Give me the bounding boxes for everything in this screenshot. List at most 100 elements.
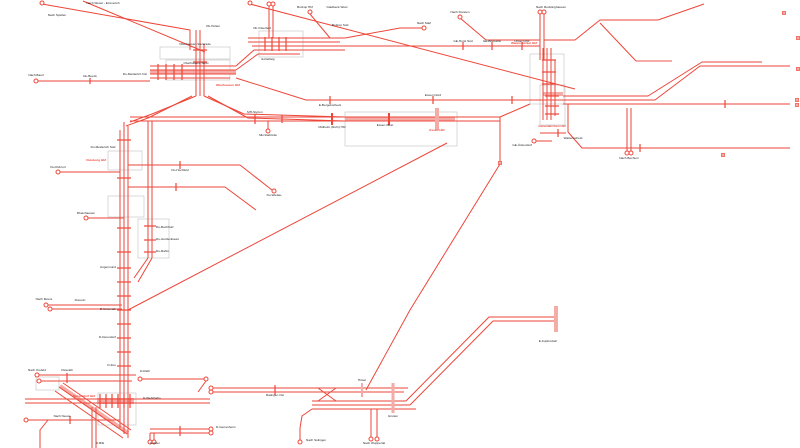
rail-line: [459, 17, 540, 41]
station-label: D-Eller: [150, 441, 159, 445]
rail-line: [299, 408, 313, 440]
terminus-circle: [628, 150, 634, 156]
terminus-circle: [265, 128, 271, 134]
terminus-circle: [247, 0, 253, 6]
station-label: Angermund: [100, 265, 116, 269]
terminus-circle: [83, 215, 89, 221]
rail-line: [544, 19, 658, 41]
terminus-circle: [266, 1, 272, 7]
terminus-circle: [531, 138, 537, 144]
station-label: MH-Styrum: [247, 110, 263, 114]
station-label: Nach Moers: [36, 297, 53, 301]
rail-line: [567, 104, 790, 149]
station-label: Nach Krefeld: [28, 368, 46, 372]
terminus-circle: [151, 439, 157, 445]
rail-line: [317, 387, 337, 402]
rail-line: [207, 95, 346, 122]
rail-line: [563, 61, 762, 97]
station-label: D-Bilk: [96, 441, 105, 445]
rail-line: [58, 384, 130, 435]
station-label: D-Zoo: [107, 363, 116, 367]
terminus-circle: [374, 436, 380, 442]
terminus-circle: [208, 389, 214, 395]
rail-line: [499, 103, 531, 118]
station-label: Nach Baerl: [28, 73, 44, 77]
terminus-circle: [208, 430, 214, 436]
marker-square: [795, 103, 799, 107]
station-label: Hösel: [358, 378, 366, 382]
station-label: D-Rath: [140, 369, 150, 373]
station-label: Ob-Osterfeld: [253, 26, 271, 30]
station-label: Nach Wuppertal: [363, 441, 385, 445]
station-label: E-Bergeborbeck: [319, 103, 342, 107]
rail-line: [54, 390, 124, 439]
rail-line: [39, 419, 49, 448]
station-label: Du-Hochfeld: [171, 168, 188, 172]
station-label: Gelsenkirchen Hbf: [538, 124, 566, 128]
station-label: Nach Solingen: [306, 438, 326, 442]
station-label: Duisburg Hbf: [86, 158, 107, 162]
station-label: Ob-Holten: [206, 24, 220, 28]
station-label: Essen Hbf: [429, 128, 445, 132]
rail-line: [137, 257, 153, 283]
station-label: MH-Stadtmitte: [259, 133, 277, 137]
terminus-circle: [137, 376, 143, 382]
station-label: Nach Dorsten: [451, 10, 470, 14]
terminus-circle: [203, 376, 209, 382]
station-label: Du-Ruhrort: [50, 165, 65, 169]
station-label: Du-Buchholz: [156, 225, 174, 229]
marker-square: [796, 67, 800, 71]
terminus-circle: [43, 302, 49, 308]
station-label: Essen Nord: [425, 93, 441, 97]
station-label: Oberhausen Hbf: [216, 83, 241, 87]
station-group-box: [159, 46, 231, 60]
rail-line: [58, 386, 128, 435]
terminus-circle: [457, 14, 463, 20]
station-label: Mülheim (Ruhr) Hbf: [319, 125, 346, 129]
rail-line: [235, 53, 300, 71]
rail-line: [41, 3, 191, 50]
rail-line: [405, 316, 556, 402]
station-label: Nach Recklinghausen: [536, 5, 566, 9]
station-label: Du-Beeck: [83, 74, 97, 78]
station-label: Nach Wesel - Emmerich: [86, 1, 120, 5]
station-label: Nach Neuss: [54, 414, 71, 418]
station-group-box: [258, 30, 304, 58]
station-label: GE-Bismarck: [483, 39, 502, 43]
station-label: Du-Meiderich Süd: [91, 145, 116, 149]
rail-line: [203, 95, 346, 118]
station-group-box: [107, 195, 145, 218]
station-label: E-Kupferdreh: [539, 339, 558, 343]
terminus-circle: [208, 426, 214, 432]
rail-line: [62, 382, 132, 431]
terminus-circle: [624, 150, 630, 156]
marker-square: [498, 161, 502, 165]
station-label: Essen West: [377, 123, 394, 127]
station-label: Nach Marl: [417, 21, 431, 25]
rail-line: [235, 49, 345, 67]
rail-line: [239, 164, 273, 191]
terminus-circle: [33, 78, 39, 84]
station-label: Rumeln: [75, 298, 86, 302]
station-label: Du-Großenbaum: [156, 237, 180, 241]
station-label: Oberhausen-Sterkrade: [179, 42, 211, 46]
station-label: D-Wehrhahn: [143, 396, 161, 400]
station-label: Du-Wedau: [267, 193, 282, 197]
station-group-box: [107, 150, 143, 171]
terminus-circle: [541, 9, 547, 15]
marker-square: [796, 36, 800, 40]
station-label: Ratingen Ost: [266, 393, 284, 397]
station-group-box: [344, 111, 458, 147]
station-label: Oberhausen West: [184, 61, 209, 65]
rail-line: [309, 13, 331, 39]
station-label: Unser Fritz: [514, 39, 530, 43]
station-label: D-Derendorf: [99, 335, 116, 339]
rail-line: [599, 22, 637, 62]
station-label: GE-Horst Süd: [453, 39, 473, 43]
rail-line: [365, 163, 501, 391]
terminus-circle: [36, 378, 42, 384]
rail-line: [197, 380, 207, 393]
terminus-circle: [55, 169, 61, 175]
